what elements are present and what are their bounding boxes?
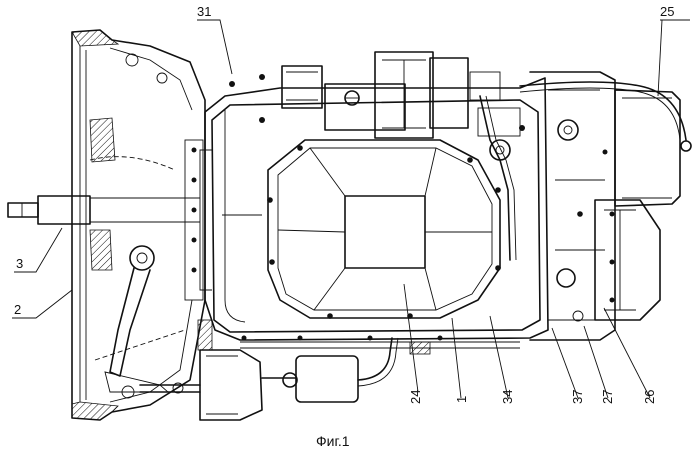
label-37: 37 bbox=[570, 390, 585, 404]
label-1: 1 bbox=[454, 396, 469, 403]
label-24: 24 bbox=[408, 390, 423, 404]
label-2: 2 bbox=[14, 302, 21, 317]
label-31: 31 bbox=[197, 4, 211, 19]
label-25: 25 bbox=[660, 4, 674, 19]
flange-bolts-left bbox=[192, 148, 197, 273]
inspection-cover bbox=[267, 140, 501, 319]
gearbox-case bbox=[185, 78, 548, 340]
lower-assembly bbox=[140, 320, 520, 420]
shift-mechanism bbox=[229, 52, 525, 260]
rear-housing bbox=[530, 72, 615, 340]
label-26: 26 bbox=[642, 390, 657, 404]
release-fork bbox=[105, 246, 168, 392]
leader-lines bbox=[12, 20, 690, 398]
input-shaft bbox=[8, 196, 200, 224]
label-34: 34 bbox=[500, 390, 515, 404]
label-3: 3 bbox=[16, 256, 23, 271]
label-27: 27 bbox=[600, 390, 615, 404]
figure-caption: Фиг.1 bbox=[316, 433, 350, 449]
